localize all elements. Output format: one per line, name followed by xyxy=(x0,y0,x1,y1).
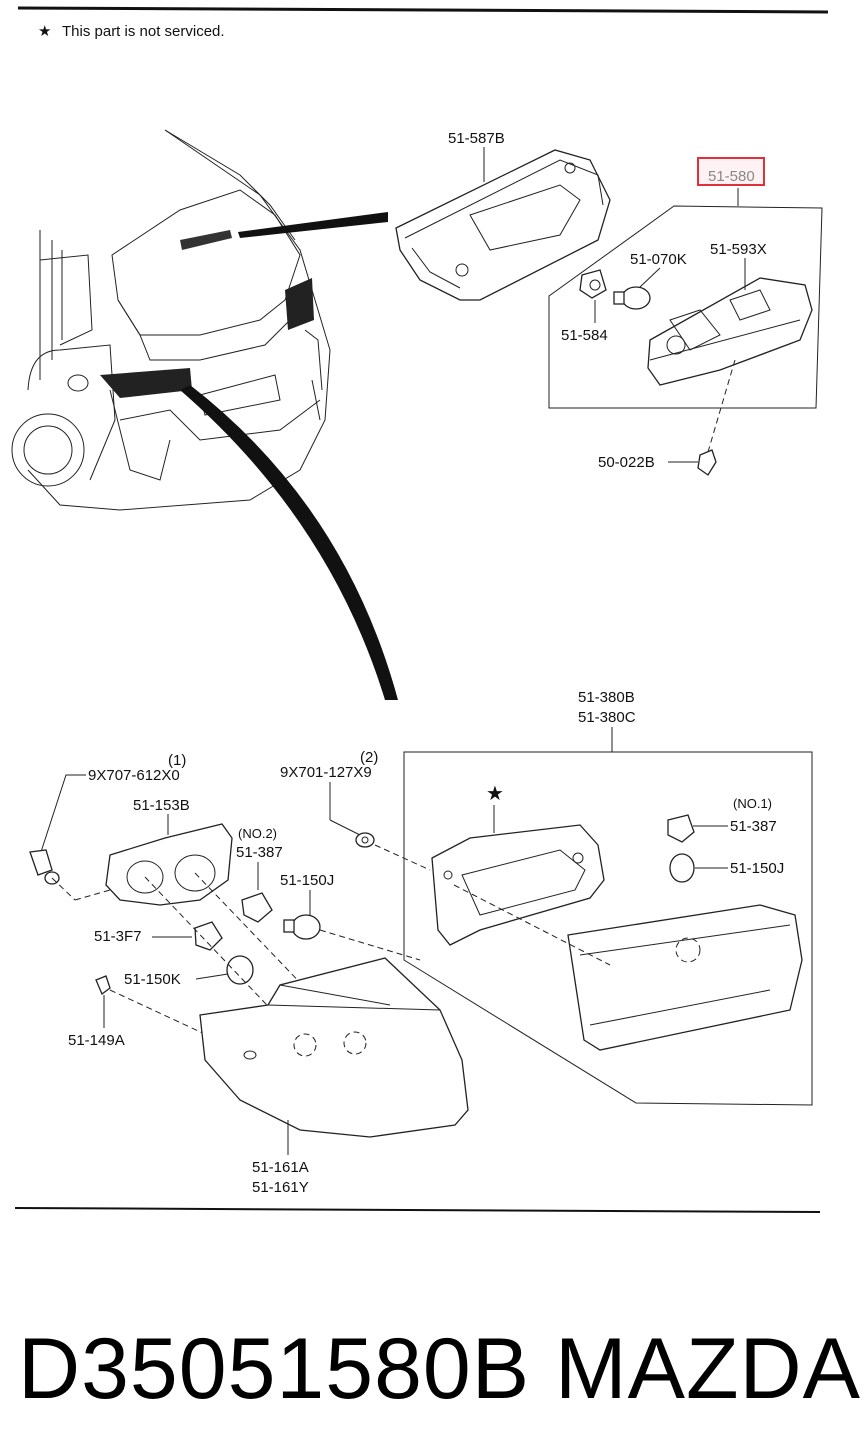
label-51-150J-no2: 51-150J xyxy=(280,872,334,889)
socket-51-3F7 xyxy=(194,921,223,951)
high-mount-cover-51-587B xyxy=(395,149,611,301)
label-51-161A: 51-161A xyxy=(252,1159,309,1176)
lamp-unit-51-593X xyxy=(647,277,813,386)
label-50-022B: 50-022B xyxy=(598,454,655,471)
label-no1: (NO.1) xyxy=(733,796,772,811)
socket-51-387-no1 xyxy=(667,814,695,843)
label-51-587B: 51-587B xyxy=(448,130,505,147)
lamp-lens-51-380B xyxy=(567,904,803,1051)
label-51-161Y: 51-161Y xyxy=(252,1179,309,1196)
not-serviced-note-star: ★ xyxy=(38,23,51,40)
assembly-frame-51-580 xyxy=(548,205,823,409)
socket-51-387-no2 xyxy=(241,892,273,923)
screw-51-149A xyxy=(95,975,111,996)
footer-part-number: D35051580B xyxy=(18,1321,530,1417)
bulb-holder-51-153B xyxy=(105,823,233,906)
vehicle-rear-outline xyxy=(11,129,331,511)
label-51-070K: 51-070K xyxy=(630,251,687,268)
top-rule xyxy=(17,6,829,14)
nut-9X701-127X9 xyxy=(355,832,375,848)
bulb-51-150J-no1 xyxy=(669,853,695,883)
label-51-387-no2: 51-387 xyxy=(236,844,283,861)
label-51-593X: 51-593X xyxy=(710,241,767,258)
socket-51-584 xyxy=(579,269,607,299)
label-51-580: 51-580 xyxy=(708,168,755,185)
label-51-153B: 51-153B xyxy=(133,797,190,814)
label-qty-2: (2) xyxy=(360,749,378,766)
bulb-51-150J-no2 xyxy=(283,914,321,940)
label-51-387-no1: 51-387 xyxy=(730,818,777,835)
callout-wedge-top xyxy=(238,212,388,238)
label-9X707-612X0: 9X707-612X0 xyxy=(88,767,180,784)
clip-50-022B xyxy=(697,449,717,476)
bulb-51-070K xyxy=(613,286,651,310)
bulb-51-150K xyxy=(226,955,254,985)
target-part-highlight xyxy=(697,157,765,186)
gasket-not-serviced xyxy=(431,824,605,946)
bottom-rule xyxy=(14,1207,821,1213)
label-51-150K: 51-150K xyxy=(124,971,181,988)
label-51-149A: 51-149A xyxy=(68,1032,125,1049)
label-51-584: 51-584 xyxy=(561,327,608,344)
label-51-380C: 51-380C xyxy=(578,709,636,726)
callout-sweep xyxy=(180,385,398,700)
footer-brand: MAZDA xyxy=(555,1321,861,1417)
screw-9X707-612X0 xyxy=(29,849,60,885)
label-51-150J-no1: 51-150J xyxy=(730,860,784,877)
label-qty-1: (1) xyxy=(168,752,186,769)
label-9X701-127X9: 9X701-127X9 xyxy=(280,764,372,781)
rear-lamp-51-161A xyxy=(199,957,469,1138)
assembly-frame-51-380B xyxy=(403,751,813,1106)
not-serviced-star: ★ xyxy=(486,783,504,805)
label-51-380B: 51-380B xyxy=(578,689,635,706)
not-serviced-note: This part is not serviced. xyxy=(62,23,225,40)
label-51-3F7: 51-3F7 xyxy=(94,928,142,945)
label-no2: (NO.2) xyxy=(238,826,277,841)
